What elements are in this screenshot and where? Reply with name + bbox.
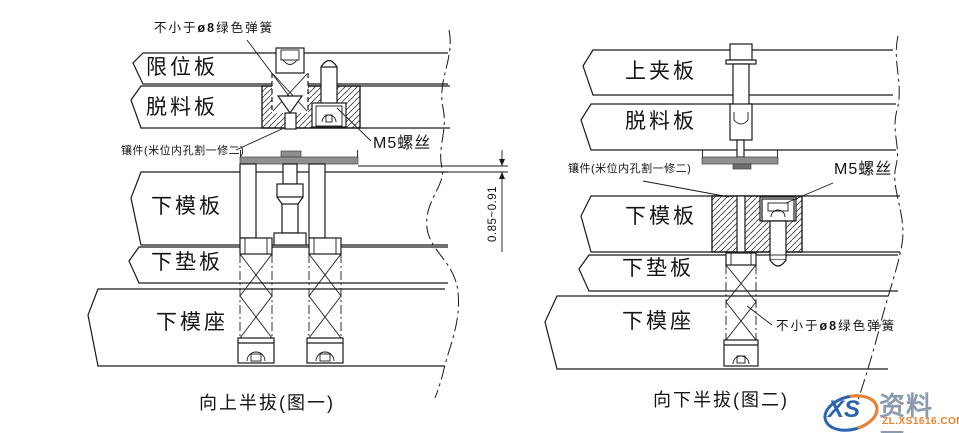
fig2-label-lower-backing-plate: 下垫板 <box>622 257 694 280</box>
fig1-pins-and-punch <box>239 163 326 246</box>
fig1-drawing <box>87 29 508 399</box>
fig2-spring-note-suffix: 绿色弹簧 <box>838 319 897 333</box>
fig1-top-spring-assembly <box>271 47 309 130</box>
fig2-break-line <box>857 35 904 401</box>
fig1-spring-note-prefix: 不小于 <box>154 21 198 35</box>
fig2-insert-note: 镶件(米位内孔割一修二) <box>568 163 692 175</box>
fig1-springs <box>237 237 344 364</box>
fig2-label-upper-clamp-plate: 上夹板 <box>625 60 697 83</box>
fig1-label-lower-backing-plate: 下垫板 <box>151 251 223 274</box>
fig1-spring-note-size: ø8 <box>197 21 217 35</box>
fig1-spring-note-suffix: 绿色弹簧 <box>216 21 275 35</box>
fig1-caption: 向上半拔(图一) <box>199 393 335 413</box>
fig1-m5-screw <box>311 59 347 128</box>
fig1-label-stripper-plate: 脱料板 <box>146 96 218 119</box>
fig1-label-lower-die-plate: 下模板 <box>151 195 223 218</box>
fig2-insert-block <box>711 195 803 253</box>
fig1-m5-label: M5螺丝 <box>373 135 432 152</box>
fig1-dimension-text: 0.85~0.91 <box>487 186 499 242</box>
fig1-insert-bar <box>239 150 359 165</box>
fig2-caption: 向下半拔(图二) <box>653 390 789 410</box>
fig1-label-lower-die-base: 下模座 <box>156 311 228 334</box>
fig2-m5-screw <box>759 196 797 267</box>
fig2-m5-label: M5螺丝 <box>834 161 893 178</box>
fig2-leader-lines <box>642 180 834 326</box>
fig2-spring-note-size: ø8 <box>819 319 839 333</box>
fig2-punch <box>725 43 757 158</box>
fig2-spring <box>723 252 759 367</box>
fig1-spring-note: 不小于ø8绿色弹簧 <box>154 21 275 35</box>
watermark-logo[interactable]: XS 资料网 ZL.XS1616.COM <box>819 383 959 433</box>
fig1-dimension <box>358 150 508 252</box>
fig1-label-limit-plate: 限位板 <box>146 56 218 79</box>
fig1-break-line <box>426 29 460 399</box>
fig2-label-lower-die-base: 下模座 <box>622 310 694 333</box>
fig2-drawing <box>544 35 904 401</box>
fig2-insert-bar <box>701 150 779 170</box>
fig2-spring-note-prefix: 不小于 <box>776 319 820 333</box>
fig1-leader-lines <box>235 39 372 151</box>
logo-site-name: 资料网 <box>879 391 934 433</box>
fig1-insert-note: 镶件(米位内孔割一修二) <box>121 145 245 157</box>
logo-site-url: ZL.XS1616.COM <box>882 416 959 427</box>
fig2-spring-note: 不小于ø8绿色弹簧 <box>776 319 897 333</box>
logo-initials: XS <box>828 396 861 423</box>
fig2-label-lower-die-plate: 下模板 <box>625 205 697 228</box>
fig2-label-stripper-plate: 脱料板 <box>625 110 697 133</box>
